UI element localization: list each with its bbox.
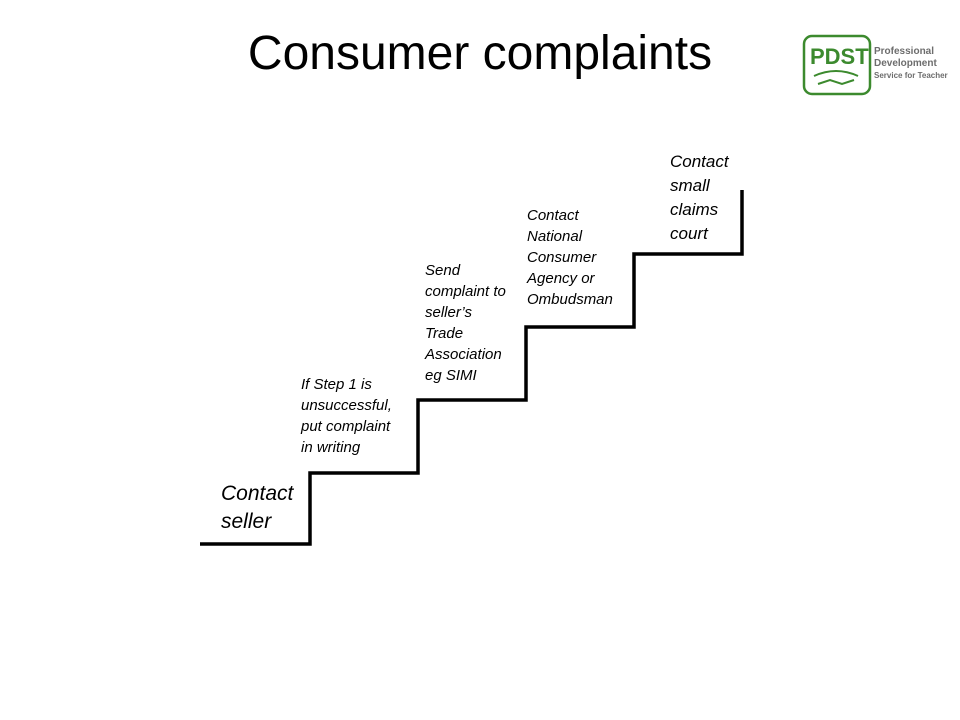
- step-text-line: court: [670, 224, 708, 243]
- logo-book-icon: [817, 78, 855, 86]
- step-text-line: claims: [670, 200, 719, 219]
- step-text-line: seller: [221, 510, 272, 533]
- step-text-line: Consumer: [527, 249, 597, 266]
- step-text-line: eg SIMI: [425, 367, 477, 384]
- step-text-line: Contact: [670, 152, 729, 171]
- step-text-line: small: [670, 176, 710, 195]
- step-5-small-claims-court: Contact small claims court: [670, 150, 729, 246]
- step-text-line: Trade: [425, 325, 464, 342]
- step-text-line: Association: [425, 346, 502, 363]
- pdst-logo: PDST Professional Development Service fo…: [802, 34, 948, 96]
- step-text-line: unsuccessful,: [301, 397, 392, 414]
- step-text-line: National: [527, 228, 583, 245]
- logo-line1: Professional: [874, 46, 934, 57]
- logo-line3: Service for Teachers: [874, 71, 948, 80]
- step-text-line: put complaint: [301, 418, 391, 435]
- logo-line2: Development: [874, 58, 937, 69]
- step-text-line: Contact: [527, 207, 579, 224]
- step-1-contact-seller: Contact seller: [221, 480, 293, 536]
- step-text-line: If Step 1 is: [301, 376, 372, 393]
- step-3-trade-association: Send complaint to seller’s Trade Associa…: [425, 260, 506, 386]
- step-text-line: Agency or: [527, 270, 595, 287]
- step-text-line: complaint to: [425, 283, 506, 300]
- logo-swoosh-icon: [813, 70, 859, 77]
- logo-mark: PDST: [810, 44, 869, 69]
- step-4-consumer-agency: Contact National Consumer Agency or Ombu…: [527, 205, 613, 310]
- step-text-line: Contact: [221, 482, 294, 505]
- logo-frame: [802, 34, 872, 96]
- step-text-line: seller’s: [425, 304, 472, 321]
- step-text-line: Ombudsman: [527, 291, 613, 308]
- step-2-put-in-writing: If Step 1 is unsuccessful, put complaint…: [301, 374, 392, 458]
- page-title: Consumer complaints: [247, 27, 713, 80]
- step-text-line: Send: [425, 262, 461, 279]
- staircase-outline: [200, 190, 744, 546]
- step-text-line: in writing: [301, 439, 361, 456]
